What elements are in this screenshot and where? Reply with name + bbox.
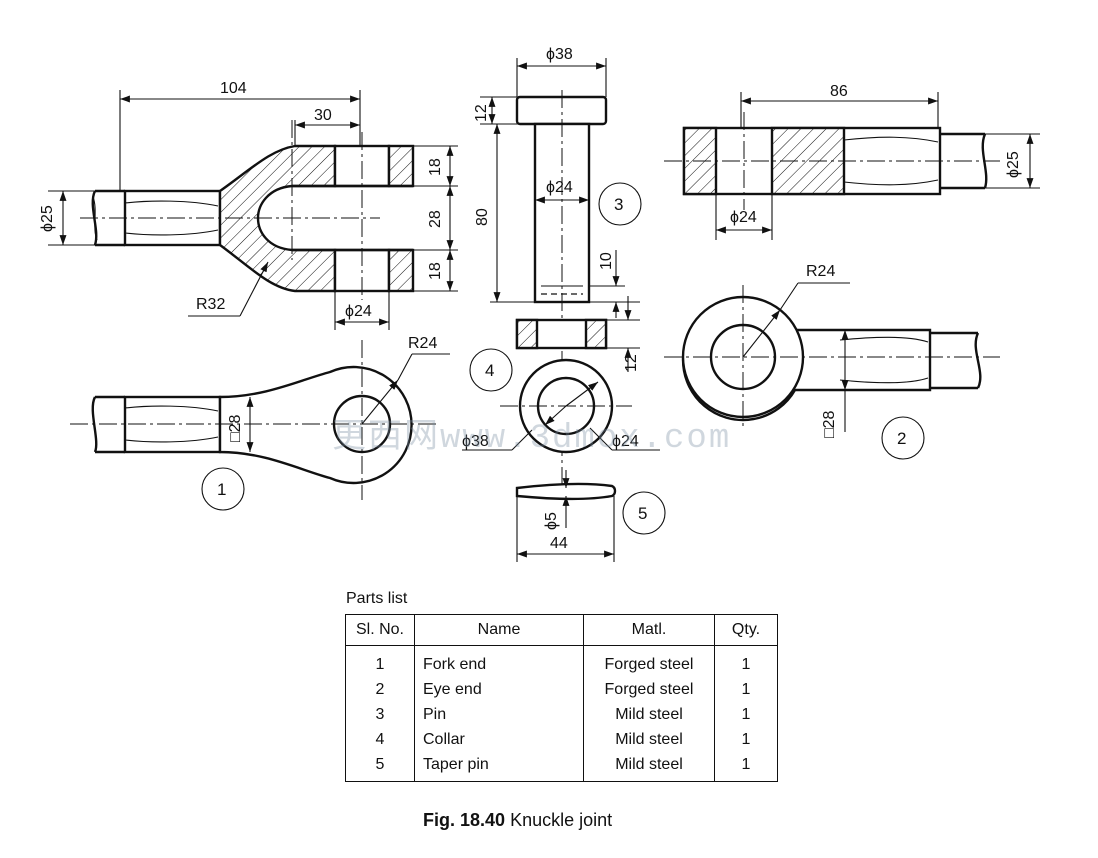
table-row: 5 Taper pin Mild steel 1: [345, 752, 778, 782]
dim-fork-square: □28: [227, 414, 244, 442]
dim-pin-head-dia: ϕ38: [546, 46, 573, 63]
balloon-1: 1: [201, 467, 245, 511]
balloon-4: 4: [469, 348, 513, 392]
cell-matl: Mild steel: [583, 727, 715, 752]
dim-pin-length: 80: [474, 208, 491, 226]
table-row: 4 Collar Mild steel 1: [345, 727, 778, 752]
dim-fork-length: 104: [220, 80, 247, 97]
dim-pin-head-height: 12: [473, 104, 490, 122]
watermark-text: 更西网www.3dmox.com: [332, 420, 732, 458]
collar-section: 12 ϕ38 ϕ24: [462, 296, 660, 454]
figure-number: Fig. 18.40: [423, 810, 506, 830]
balloon-5: 5: [622, 491, 666, 535]
cell-name: Eye end: [414, 677, 584, 702]
header-qty: Qty.: [714, 614, 778, 646]
cell-sl-no: 3: [345, 702, 415, 727]
knuckle-joint-drawing: 104 30 ϕ25 18 28 18 R32 ϕ24: [39, 46, 1040, 562]
dim-eye-radius: R24: [806, 263, 835, 280]
table-row: 3 Pin Mild steel 1: [345, 702, 778, 727]
svg-text:2: 2: [897, 429, 906, 448]
svg-text:4: 4: [485, 361, 494, 380]
cell-matl: Mild steel: [583, 702, 715, 727]
dim-pin-end: 10: [598, 252, 615, 270]
cell-name: Pin: [414, 702, 584, 727]
cell-sl-no: 1: [345, 645, 415, 677]
parts-list-caption: Parts list: [346, 590, 408, 607]
eye-end-top-view: R24 □28: [664, 263, 1000, 438]
dim-pin-dia: ϕ24: [546, 179, 573, 196]
dim-eye-shank-dia: ϕ25: [1005, 151, 1022, 178]
cell-sl-no: 5: [345, 752, 415, 782]
fork-end-top-view: R24 □28: [70, 335, 450, 500]
dim-eye-length: 86: [830, 83, 848, 100]
dim-fork-slot-offset: 30: [314, 107, 332, 124]
cell-qty: 1: [714, 752, 778, 782]
header-name: Name: [414, 614, 584, 646]
cell-name: Taper pin: [414, 752, 584, 782]
dim-fork-hole-dia: ϕ24: [345, 303, 372, 320]
dim-collar-thickness: 12: [623, 354, 640, 372]
cell-matl: Mild steel: [583, 752, 715, 782]
dim-taper-pin-length: 44: [550, 535, 568, 552]
eye-end-front-view: 86 ϕ25 ϕ24: [664, 83, 1040, 240]
dim-fork-eye-radius: R24: [408, 335, 437, 352]
svg-text:5: 5: [638, 504, 647, 523]
table-row: 2 Eye end Forged steel 1: [345, 677, 778, 702]
dim-eye-square: □28: [821, 410, 838, 438]
svg-text:3: 3: [614, 195, 623, 214]
dim-fork-top-thickness: 18: [427, 158, 444, 176]
figure-title: Knuckle joint: [510, 810, 613, 830]
cell-matl: Forged steel: [583, 645, 715, 677]
parts-list-table: Sl. No. Name Matl. Qty. 1 Fork end Forge…: [345, 614, 778, 782]
cell-name: Collar: [414, 727, 584, 752]
cell-qty: 1: [714, 702, 778, 727]
figure-caption: Fig. 18.40 Knuckle joint: [423, 810, 612, 831]
svg-text:1: 1: [217, 480, 226, 499]
cell-matl: Forged steel: [583, 677, 715, 702]
cell-sl-no: 4: [345, 727, 415, 752]
dim-collar-outer-dia: ϕ38: [462, 433, 489, 450]
cell-qty: 1: [714, 645, 778, 677]
dim-fork-radius: R32: [196, 296, 225, 313]
pin-view: ϕ38 12 80 ϕ24 10: [473, 46, 640, 500]
dim-fork-shank-dia: ϕ25: [39, 205, 56, 232]
cell-qty: 1: [714, 727, 778, 752]
dim-eye-hole-dia: ϕ24: [730, 209, 757, 226]
fork-end-front-view: 104 30 ϕ25 18 28 18 R32 ϕ24: [39, 80, 458, 330]
balloon-3: 3: [598, 182, 642, 226]
taper-pin-view: ϕ5 44: [515, 470, 617, 562]
header-matl: Matl.: [583, 614, 715, 646]
cell-sl-no: 2: [345, 677, 415, 702]
parts-table-header-row: Sl. No. Name Matl. Qty.: [345, 614, 778, 646]
dim-collar-inner-dia: ϕ24: [612, 433, 639, 450]
balloon-2: 2: [881, 416, 925, 460]
table-row: 1 Fork end Forged steel 1: [345, 645, 778, 677]
cell-name: Fork end: [414, 645, 584, 677]
header-sl-no: Sl. No.: [345, 614, 415, 646]
cell-qty: 1: [714, 677, 778, 702]
dim-fork-slot-gap: 28: [427, 210, 444, 228]
dim-fork-bottom-thickness: 18: [427, 262, 444, 280]
dim-taper-pin-dia: ϕ5: [543, 512, 560, 530]
